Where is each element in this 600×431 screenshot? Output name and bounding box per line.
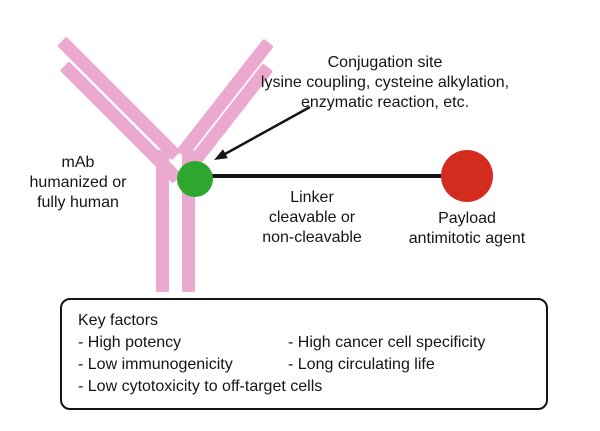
- key-factors-box: Key factors - High potency - Low immunog…: [60, 298, 548, 410]
- key-factor-item: - Long circulating life: [288, 356, 435, 373]
- payload-label: Payload antimitotic agent: [408, 210, 526, 247]
- key-factor-item: - Low cytotoxicity to off-target cells: [78, 378, 323, 395]
- linker-label: Linker cleavable or non-cleavable: [262, 189, 362, 246]
- key-factors-columns: - High potency - Low immunogenicity - Lo…: [78, 332, 530, 398]
- key-factors-left-column: - High potency - Low immunogenicity - Lo…: [78, 332, 323, 398]
- conjugation-arrow-shaft: [224, 105, 311, 156]
- key-factors-right-column: - High cancer cell specificity - Long ci…: [288, 332, 485, 398]
- conjugation-site-label: Conjugation site lysine coupling, cystei…: [260, 54, 510, 111]
- mab-label: mAb humanized or fully human: [29, 154, 127, 211]
- key-factor-item: - Low immunogenicity: [78, 356, 233, 373]
- key-factor-item: - High potency: [78, 334, 182, 351]
- conjugation-site-marker: [177, 161, 213, 197]
- key-factors-title: Key factors: [78, 312, 159, 329]
- payload-marker: [441, 150, 493, 202]
- key-factor-item: - High cancer cell specificity: [288, 334, 486, 351]
- conjugation-arrow-head: [214, 149, 228, 160]
- antibody-stem-left: [156, 150, 169, 292]
